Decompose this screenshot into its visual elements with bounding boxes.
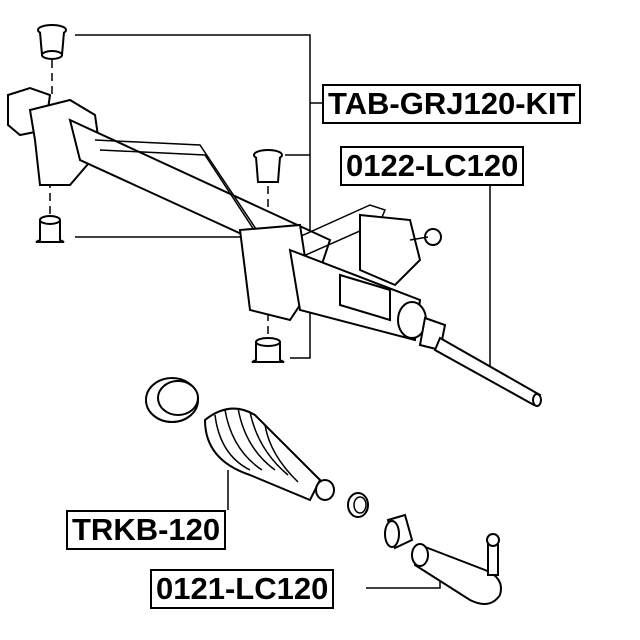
small-clamp [347,492,369,518]
outer-tie-rod-leader [366,575,441,589]
bushing-bottom-middle [251,300,285,363]
bushing-top-left [37,24,67,95]
bushing-middle [253,149,283,215]
label-0122-lc120: 0122-LC120 [340,146,525,186]
outer-tie-rod-end [411,533,502,605]
bushing-bottom-left [35,180,65,243]
rack-boot [203,407,335,502]
label-trkb-120: TRKB-120 [66,510,227,550]
inner-tie-rod [418,316,542,407]
boot-clamp [145,377,199,423]
jam-nut [384,513,414,550]
label-tab-grj120-kit: TAB-GRJ120-KIT [322,84,582,124]
steering-rack [7,86,442,342]
label-0121-lc120: 0121-LC120 [150,569,335,609]
